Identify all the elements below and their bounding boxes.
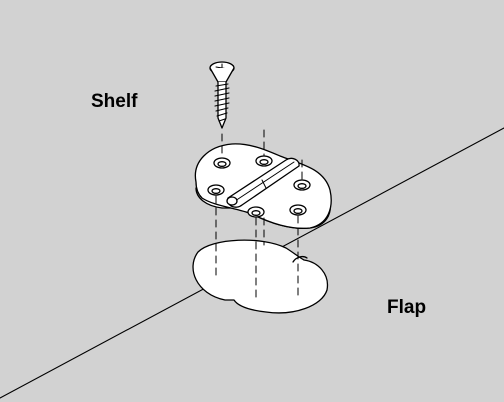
alignment-lines bbox=[215, 129, 303, 301]
hinge bbox=[194, 143, 332, 229]
hinge-knuckle-split bbox=[261, 179, 267, 189]
screw-hole bbox=[217, 161, 227, 167]
screw-countersink bbox=[209, 67, 235, 83]
flap-label: Flap bbox=[387, 297, 427, 318]
screw-hole bbox=[211, 188, 221, 194]
screw-hole bbox=[293, 208, 303, 214]
hinge-recess bbox=[192, 239, 329, 314]
screw-hole bbox=[259, 159, 269, 165]
recess-knuckle-notch bbox=[292, 255, 308, 263]
shelf-label: Shelf bbox=[91, 91, 138, 112]
screw-thread bbox=[214, 83, 230, 122]
screw bbox=[209, 61, 235, 129]
screw-holes bbox=[207, 155, 311, 218]
hinge-pin-end bbox=[226, 196, 238, 206]
screw-hole bbox=[297, 183, 307, 189]
screw-hole bbox=[251, 210, 261, 216]
